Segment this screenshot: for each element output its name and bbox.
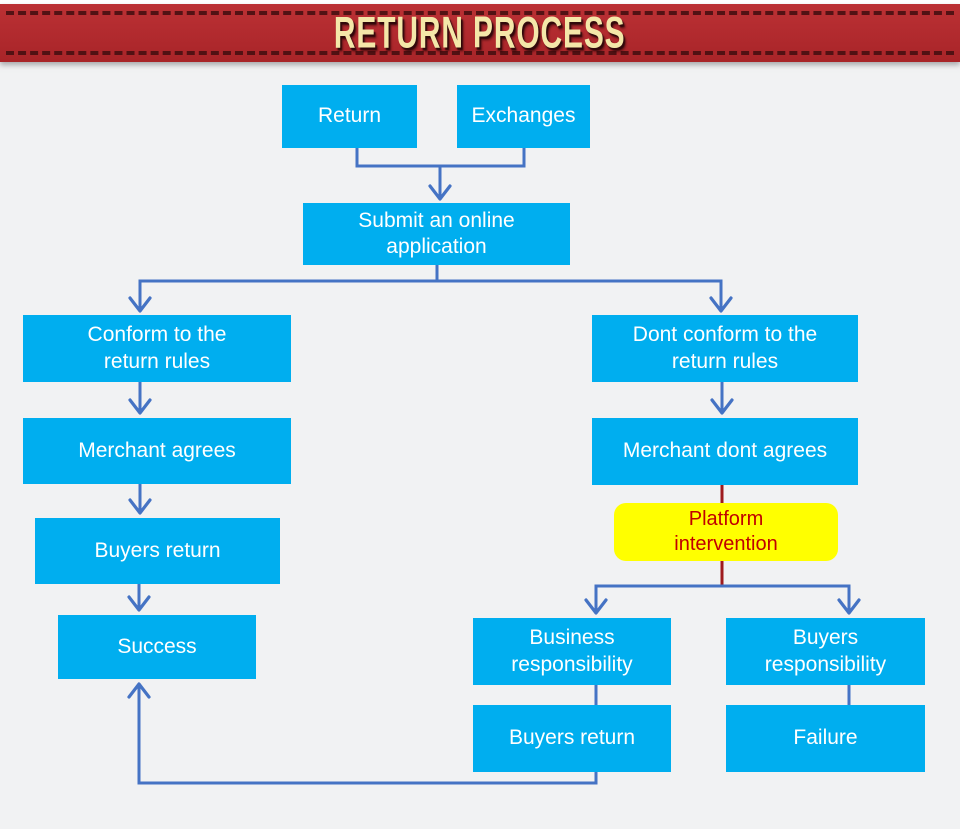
page-title-wrap: RETURN PROCESS <box>0 4 960 62</box>
node-label: Buyers return <box>94 538 221 562</box>
node-merchant-agrees: Merchant agrees <box>23 418 291 484</box>
node-conform-rules: Conform to the return rules <box>23 315 291 382</box>
node-label: Business responsibility <box>511 626 633 676</box>
node-dont-conform-rules: Dont conform to the return rules <box>592 315 858 382</box>
node-label: Platform intervention <box>674 508 778 555</box>
node-buyers-return: Buyers return <box>35 518 280 584</box>
header-banner: RETURN PROCESS <box>0 4 960 62</box>
node-success: Success <box>58 615 256 679</box>
node-label: Dont conform to the return rules <box>632 323 818 373</box>
node-platform-intervention: Platform intervention <box>614 503 838 561</box>
node-label: Exchanges <box>471 104 576 128</box>
node-buyers-return-bottom: Buyers return <box>473 705 671 772</box>
node-failure: Failure <box>726 705 925 772</box>
node-label: Success <box>117 634 197 658</box>
node-business-responsibility: Business responsibility <box>473 618 671 685</box>
node-label: Merchant agrees <box>78 438 236 462</box>
page-title: RETURN PROCESS <box>334 7 626 58</box>
node-return: Return <box>282 85 417 148</box>
node-label: Conform to the return rules <box>87 323 227 373</box>
node-label: Failure <box>793 726 858 750</box>
node-label: Buyers return <box>508 726 636 750</box>
node-label: Submit an online application <box>358 208 515 258</box>
banner-dashed-line-bottom <box>6 51 954 55</box>
connector-loop-to-success <box>127 682 598 785</box>
node-submit-application: Submit an online application <box>303 203 570 265</box>
node-merchant-dont-agrees: Merchant dont agrees <box>592 418 858 485</box>
node-label: Merchant dont agrees <box>622 439 828 463</box>
node-exchanges: Exchanges <box>457 85 590 148</box>
page-top-edge <box>0 0 960 4</box>
node-buyers-responsibility: Buyers responsibility <box>726 618 925 685</box>
banner-dashed-line-top <box>6 11 954 15</box>
node-label: Buyers responsibility <box>764 626 887 676</box>
node-label: Return <box>317 104 382 128</box>
